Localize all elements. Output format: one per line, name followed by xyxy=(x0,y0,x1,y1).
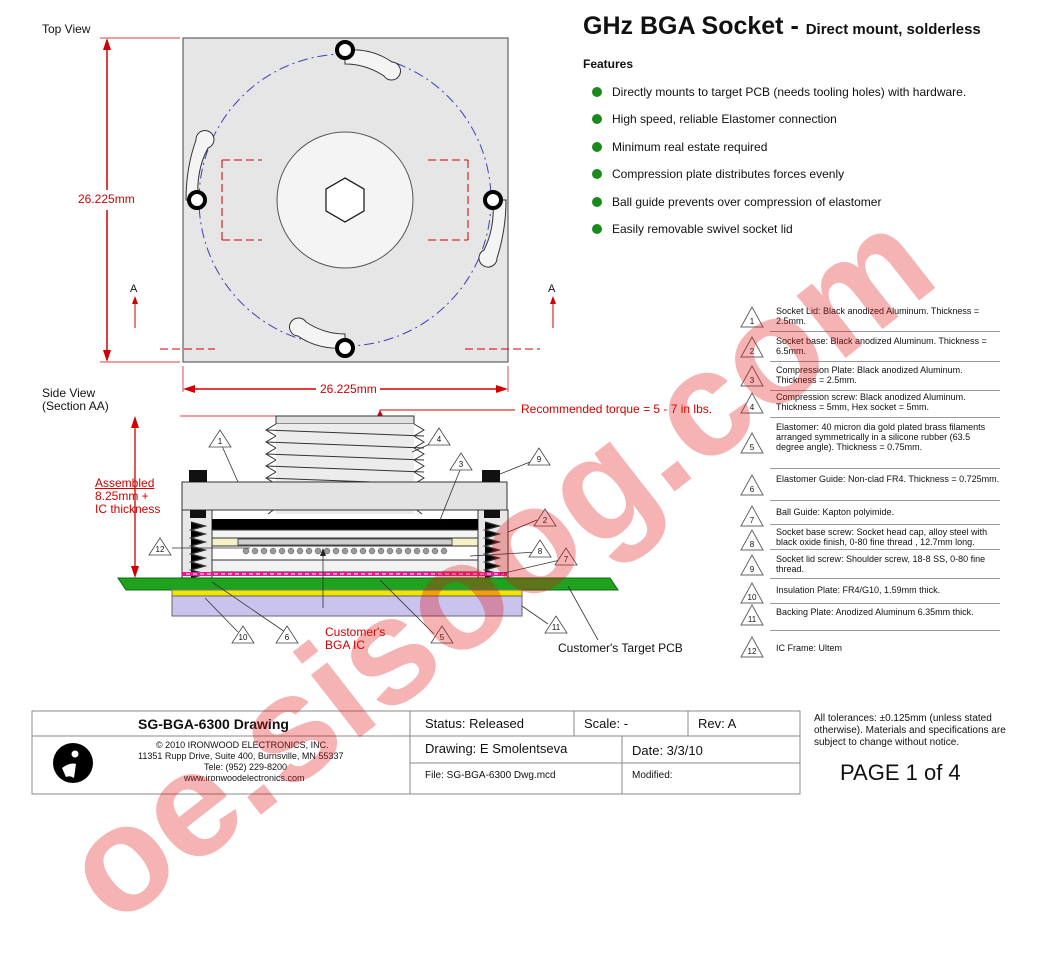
callout-2: 2 xyxy=(543,516,548,525)
customer-bga-label: Customer's xyxy=(325,625,386,639)
bullet-icon xyxy=(592,142,602,152)
technical-drawing: 1 4 3 9 2 8 7 12 10 6 5 11 xyxy=(31,37,801,795)
part-item-4: 4 Compression screw: Black anodized Alum… xyxy=(740,392,1000,418)
callout-triangle-icon xyxy=(740,529,764,551)
assembled-ic-thickness: IC thickness xyxy=(95,502,161,516)
assembled-height: 8.25mm + xyxy=(95,489,149,503)
bullet-icon xyxy=(592,87,602,97)
part-item-5: 5 Elastomer: 40 micron dia gold plated b… xyxy=(740,422,1000,470)
callout-10: 10 xyxy=(239,633,248,642)
callout-7: 7 xyxy=(564,555,569,564)
callout-3: 3 xyxy=(459,460,464,469)
bullet-icon xyxy=(592,169,602,179)
side-view-label: Side View xyxy=(42,386,96,400)
torque-note: Recommended torque = 5 - 7 in lbs. xyxy=(521,402,713,416)
callout-6: 6 xyxy=(285,633,290,642)
side-view-callout-numbers: 1 4 3 9 2 8 7 12 10 6 5 11 xyxy=(156,435,569,642)
top-view-label: Top View xyxy=(42,22,91,36)
page-number: PAGE 1 of 4 xyxy=(840,760,961,785)
copyright-text: © 2010 IRONWOOD ELECTRONICS, INC. xyxy=(156,740,329,750)
callout-9: 9 xyxy=(537,455,542,464)
drawn-by-field: Drawing: E Smolentseva xyxy=(425,741,568,756)
part-item-9: 9 Socket lid screw: Shoulder screw, 18-8… xyxy=(740,554,1000,580)
bga-balls xyxy=(242,547,448,555)
callout-4: 4 xyxy=(437,435,442,444)
customer-bga-ic-label: BGA IC xyxy=(325,638,366,652)
feature-item: Directly mounts to target PCB (needs too… xyxy=(592,85,966,99)
part-item-2: 2 Socket base: Black anodized Aluminum. … xyxy=(740,336,1000,362)
callout-triangle-icon xyxy=(740,505,764,527)
file-field: File: SG-BGA-6300 Dwg.mcd xyxy=(425,770,556,781)
callout-triangle-icon xyxy=(740,582,764,604)
revision-field: Rev: A xyxy=(698,716,737,731)
modified-field: Modified: xyxy=(632,770,673,781)
address-text: 11351 Rupp Drive, Suite 400, Burnsville,… xyxy=(138,751,344,761)
callout-triangle-icon xyxy=(740,604,764,626)
top-view-drawing xyxy=(100,37,556,393)
scale-field: Scale: - xyxy=(584,716,629,731)
page-title: GHz BGA Socket - Direct mount, solderles… xyxy=(583,12,981,41)
side-view-section-label: (Section AA) xyxy=(42,399,109,413)
title-main: GHz BGA Socket - xyxy=(583,12,806,40)
side-view-drawing xyxy=(117,409,619,641)
callout-triangle-icon xyxy=(740,365,764,387)
feature-item: Minimum real estate required xyxy=(592,140,767,154)
part-item-10: 10 Insulation Plate: FR4/G10, 1.59mm thi… xyxy=(740,582,1000,604)
callout-triangle-icon xyxy=(740,432,764,454)
feature-item: Ball guide prevents over compression of … xyxy=(592,195,881,209)
vertical-dimension: 26.225mm xyxy=(78,192,135,206)
assembled-label: Assembled xyxy=(95,476,155,490)
part-item-6: 6 Elastomer Guide: Non-clad FR4. Thickne… xyxy=(740,474,1000,501)
drawing-title: SG-BGA-6300 Drawing xyxy=(138,716,289,732)
section-marker-right: A xyxy=(548,283,556,295)
feature-item: Compression plate distributes forces eve… xyxy=(592,167,844,181)
bullet-icon xyxy=(592,114,602,124)
bullet-icon xyxy=(592,197,602,207)
status-field: Status: Released xyxy=(425,716,525,731)
tolerance-note: All tolerances: ±0.125mm (unless stated … xyxy=(814,713,1006,748)
features-heading: Features xyxy=(583,57,634,71)
bullet-icon xyxy=(592,224,602,234)
callout-triangle-icon xyxy=(740,306,764,328)
horizontal-dimension: 26.225mm xyxy=(320,382,377,396)
website-text: www.ironwoodelectronics.com xyxy=(184,773,305,783)
callout-triangle-icon xyxy=(740,336,764,358)
part-item-8: 8 Socket base screw: Socket head cap, al… xyxy=(740,527,1000,553)
part-item-11: 11 Backing Plate: Anodized Aluminum 6.35… xyxy=(740,604,1000,631)
ironwood-logo xyxy=(53,743,93,783)
part-item-7: 7 Ball Guide: Kapton polyimide. xyxy=(740,505,1000,527)
callout-triangle-icon xyxy=(740,392,764,414)
feature-item: High speed, reliable Elastomer connectio… xyxy=(592,112,837,126)
part-item-3: 3 Compression Plate: Black anodized Alum… xyxy=(740,365,1000,391)
feature-item: Easily removable swivel socket lid xyxy=(592,222,793,236)
callout-11: 11 xyxy=(552,623,561,632)
section-marker-left: A xyxy=(130,283,138,295)
date-field: Date: 3/3/10 xyxy=(632,743,703,758)
callout-triangle-icon xyxy=(740,474,764,496)
callout-5: 5 xyxy=(440,633,445,642)
callout-1: 1 xyxy=(218,437,223,446)
phone-text: Tele: (952) 229-8200 xyxy=(204,762,288,772)
callout-triangle-icon xyxy=(740,636,764,658)
callout-12: 12 xyxy=(156,545,165,554)
side-view-callouts xyxy=(148,427,578,644)
title-sub: Direct mount, solderless xyxy=(805,21,981,38)
part-item-12: 12 IC Frame: Ultem xyxy=(740,636,1000,658)
callout-triangle-icon xyxy=(740,554,764,576)
part-item-1: 1 Socket Lid: Black anodized Aluminum. T… xyxy=(740,306,1000,332)
callout-8: 8 xyxy=(538,547,543,556)
title-block-lines xyxy=(31,710,801,795)
customer-pcb-label: Customer's Target PCB xyxy=(558,641,683,655)
